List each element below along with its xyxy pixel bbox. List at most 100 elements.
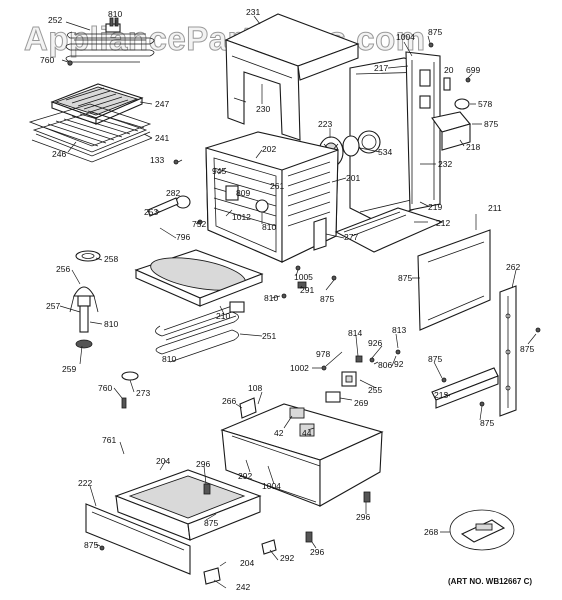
callout-259: 259 — [62, 364, 76, 374]
oven-bottom-210 — [134, 249, 264, 307]
callout-262: 262 — [506, 262, 520, 272]
callout-201: 201 — [346, 173, 360, 183]
switch-assembly-255 — [321, 349, 401, 387]
callout-291: 291 — [300, 285, 314, 295]
callout-752: 752 — [192, 219, 206, 229]
screw-875-rail2 — [479, 401, 485, 407]
callout-578: 578 — [478, 99, 492, 109]
screw-699 — [465, 77, 471, 83]
broil-pan-247 — [50, 83, 144, 125]
callout-875-front: 875 — [84, 540, 98, 550]
bracket-269 — [325, 391, 341, 403]
callout-258: 258 — [104, 254, 118, 264]
callout-257: 257 — [46, 301, 60, 311]
callout-204-bottom: 204 — [240, 558, 254, 568]
callout-809: 809 — [236, 188, 250, 198]
screw-296-b — [363, 491, 371, 503]
callout-875-rail2: 875 — [480, 418, 494, 428]
callout-875-drawer: 875 — [204, 518, 218, 528]
callout-261: 261 — [270, 181, 284, 191]
callout-761: 761 — [102, 435, 116, 445]
callout-230: 230 — [256, 104, 270, 114]
clip-291 — [297, 281, 307, 289]
callout-labels: 252 810 760 247 241 246 231 230 1004 875… — [40, 7, 534, 592]
callout-247: 247 — [155, 99, 169, 109]
callout-108: 108 — [248, 383, 262, 393]
callout-926: 926 — [368, 338, 382, 348]
screw-810 — [281, 293, 287, 299]
callout-810-light: 810 — [104, 319, 118, 329]
drawer-front-222 — [85, 503, 191, 575]
callout-246: 246 — [52, 149, 66, 159]
callout-44: 44 — [302, 428, 312, 438]
callout-266: 266 — [222, 396, 236, 406]
oven-light-256 — [69, 250, 101, 349]
watermark-text: AppliancePartsPros.com — [24, 20, 426, 57]
screw-760-lower — [121, 397, 127, 409]
callout-814: 814 — [348, 328, 362, 338]
callout-256: 256 — [56, 264, 70, 274]
callout-202: 202 — [262, 144, 276, 154]
callout-292-a: 292 — [238, 471, 252, 481]
screw-1005 — [295, 265, 301, 271]
broil-element-252 — [65, 17, 155, 63]
callout-232: 232 — [438, 159, 452, 169]
outer-wrapper-230 — [224, 13, 360, 141]
callout-217: 217 — [374, 63, 388, 73]
callout-875-right: 875 — [484, 119, 498, 129]
screw-875-rail — [441, 377, 447, 383]
roller-292 — [261, 539, 277, 555]
callout-875-panel: 875 — [398, 273, 412, 283]
callout-296-a: 296 — [196, 459, 210, 469]
leader-lines — [59, 15, 537, 589]
rear-panel-211 — [417, 229, 491, 331]
callout-875-top: 875 — [428, 27, 442, 37]
callout-273: 273 — [136, 388, 150, 398]
callout-204-top: 204 — [156, 456, 170, 466]
callout-875-side: 875 — [520, 344, 534, 354]
bake-element-251 — [155, 301, 245, 363]
callout-1004-top: 1004 — [396, 32, 415, 42]
screw-875-side — [535, 327, 541, 333]
art-number: (ART NO. WB12667 C) — [448, 577, 532, 586]
callout-219: 219 — [428, 202, 442, 212]
callout-213: 213 — [434, 390, 448, 400]
hinge-277 — [313, 217, 327, 251]
bracket-218 — [431, 111, 471, 151]
screw-875-front — [99, 545, 105, 551]
oven-rack-241 — [28, 103, 153, 163]
callout-292-b: 292 — [280, 553, 294, 563]
callout-875-rail: 875 — [428, 354, 442, 364]
screw-296-a — [203, 483, 211, 495]
callout-296-b: 296 — [356, 512, 370, 522]
callout-945: 945 — [212, 166, 226, 176]
callout-255: 255 — [368, 385, 382, 395]
callout-1002: 1002 — [290, 363, 309, 373]
callout-810-cavity: 810 — [262, 222, 276, 232]
callout-251: 251 — [262, 331, 276, 341]
lamp-273 — [121, 371, 139, 381]
callout-223: 223 — [318, 119, 332, 129]
callout-813: 813 — [392, 325, 406, 335]
callout-810: 810 — [108, 9, 122, 19]
callout-210: 210 — [216, 311, 230, 321]
stop-242 — [203, 567, 221, 585]
screw-133 — [173, 159, 179, 165]
callout-534: 534 — [378, 147, 392, 157]
callout-42: 42 — [274, 428, 284, 438]
roller-detail-268 — [449, 509, 515, 551]
callout-92: 92 — [394, 359, 404, 369]
drawer-frame-266 — [220, 397, 384, 507]
screw-296-c — [305, 531, 313, 543]
callout-760: 760 — [40, 55, 54, 65]
lens-258 — [75, 250, 101, 262]
callout-133: 133 — [150, 155, 164, 165]
callout-212: 212 — [436, 218, 450, 228]
storage-drawer-204 — [85, 469, 262, 575]
callout-253: 253 — [144, 207, 158, 217]
callout-806: 806 — [378, 360, 392, 370]
callout-241: 241 — [155, 133, 169, 143]
callout-1005: 1005 — [294, 272, 313, 282]
